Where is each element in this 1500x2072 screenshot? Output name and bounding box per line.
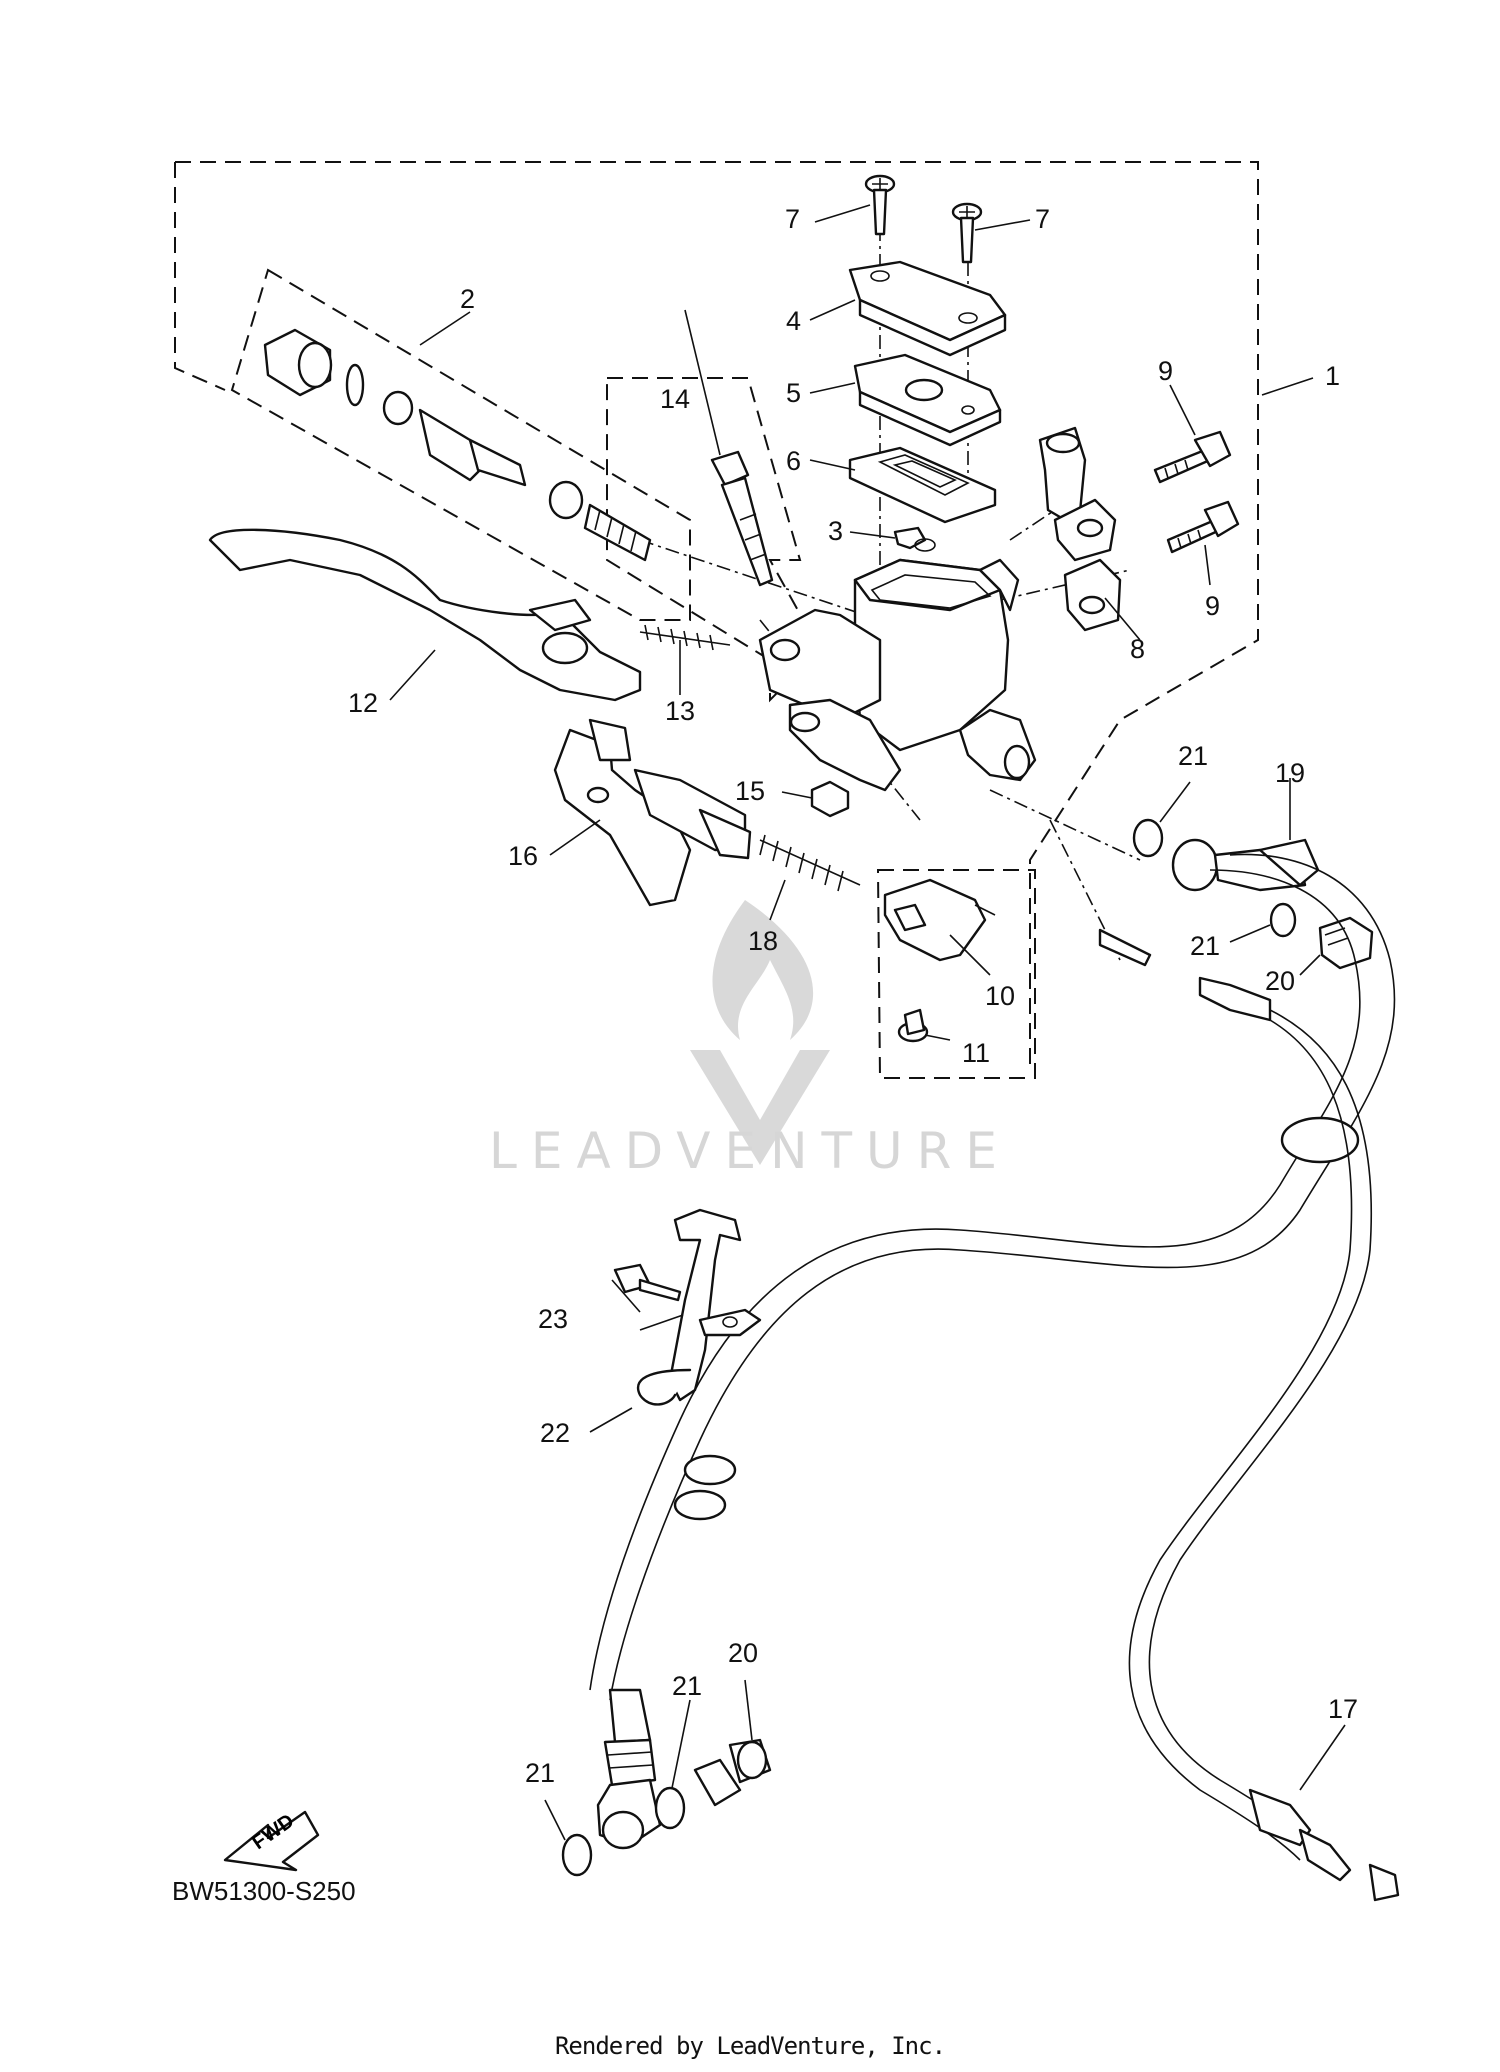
callout-12: 12 bbox=[348, 688, 378, 718]
callout-8: 8 bbox=[1130, 634, 1145, 664]
piston-kit-2 bbox=[263, 328, 652, 562]
reservoir-cap-4 bbox=[848, 260, 1007, 357]
assembly-boundary-1-left bbox=[174, 162, 226, 391]
callout-14: 14 bbox=[660, 384, 690, 414]
leader-lines bbox=[389, 204, 1346, 1841]
callout-3: 3 bbox=[828, 516, 843, 546]
bolt-9-lower bbox=[1166, 500, 1240, 554]
bolt-23 bbox=[613, 1263, 682, 1302]
callout-9a: 9 bbox=[1158, 356, 1173, 386]
screw-11 bbox=[897, 1008, 929, 1043]
watermark-text: LEADVENTURE bbox=[489, 1122, 1011, 1180]
clamp-22 bbox=[636, 1368, 692, 1406]
callout-6: 6 bbox=[786, 446, 801, 476]
callout-11: 11 bbox=[962, 1038, 990, 1068]
union-bolt-20-upper bbox=[1318, 916, 1374, 970]
brake-switch-cable-17 bbox=[1098, 928, 1400, 1902]
callout-16: 16 bbox=[508, 841, 538, 871]
callout-23: 23 bbox=[538, 1304, 568, 1334]
lever-holder-16 bbox=[553, 718, 752, 907]
callout-4: 4 bbox=[786, 306, 801, 336]
callout-21a: 21 bbox=[1178, 741, 1208, 771]
group-boundary-2 bbox=[230, 268, 691, 621]
callout-9b: 9 bbox=[1205, 591, 1220, 621]
callout-20a: 20 bbox=[1265, 966, 1295, 996]
callout-21d: 21 bbox=[525, 1758, 555, 1788]
callout-17: 17 bbox=[1328, 1694, 1358, 1724]
callout-7b: 7 bbox=[1035, 204, 1050, 234]
brake-switch-10 bbox=[883, 878, 996, 962]
pivot-bolt-14 bbox=[710, 450, 774, 587]
clip-3 bbox=[893, 526, 936, 552]
lower-hose-fitting bbox=[596, 1688, 662, 1850]
washer-21-upper bbox=[1132, 818, 1164, 858]
callout-1: 1 bbox=[1325, 361, 1340, 391]
diagram-code: BW51300-S250 bbox=[172, 1876, 356, 1906]
brake-hose bbox=[589, 853, 1396, 1701]
master-cylinder-body bbox=[758, 558, 1037, 792]
screw-7-right bbox=[951, 202, 983, 264]
spring-13 bbox=[639, 624, 731, 651]
hose-bracket bbox=[668, 1208, 762, 1402]
callout-2: 2 bbox=[460, 284, 475, 314]
callout-19: 19 bbox=[1275, 758, 1305, 788]
callout-22: 22 bbox=[540, 1418, 570, 1448]
brake-lever-12 bbox=[208, 528, 642, 702]
washer-21-mid bbox=[1269, 902, 1297, 938]
callout-7a: 7 bbox=[785, 204, 800, 234]
callout-20b: 20 bbox=[728, 1638, 758, 1668]
diaphragm-6 bbox=[848, 446, 997, 524]
callout-labels: 1 2 3 4 5 6 7 7 8 9 9 10 11 12 13 14 15 … bbox=[348, 204, 1358, 1788]
group-boundary-switch bbox=[876, 869, 1036, 1079]
footer-credit: Rendered by LeadVenture, Inc. bbox=[554, 2032, 946, 2060]
union-bolt-20-lower bbox=[693, 1738, 772, 1807]
assembly-boundary-1 bbox=[175, 161, 1259, 1070]
bolt-9-upper bbox=[1153, 430, 1232, 484]
holder-clamp-8 bbox=[1038, 426, 1122, 632]
union-bolt-19-fitting bbox=[1171, 838, 1320, 892]
watermark-logo bbox=[690, 900, 830, 1165]
screw-7-left bbox=[864, 174, 896, 236]
spring-18 bbox=[759, 834, 861, 892]
callout-21b: 21 bbox=[1190, 931, 1220, 961]
callout-10: 10 bbox=[985, 981, 1015, 1011]
nut-15 bbox=[810, 780, 850, 818]
callout-5: 5 bbox=[786, 378, 801, 408]
callout-13: 13 bbox=[665, 696, 695, 726]
washer-21-lower-right bbox=[654, 1786, 686, 1830]
forward-arrow-icon: FWD bbox=[223, 1810, 320, 1872]
callout-15: 15 bbox=[735, 776, 765, 806]
diaphragm-plate-5 bbox=[853, 353, 1002, 447]
washer-21-lower-left bbox=[561, 1833, 593, 1877]
callout-21c: 21 bbox=[672, 1671, 702, 1701]
callout-18: 18 bbox=[748, 926, 778, 956]
